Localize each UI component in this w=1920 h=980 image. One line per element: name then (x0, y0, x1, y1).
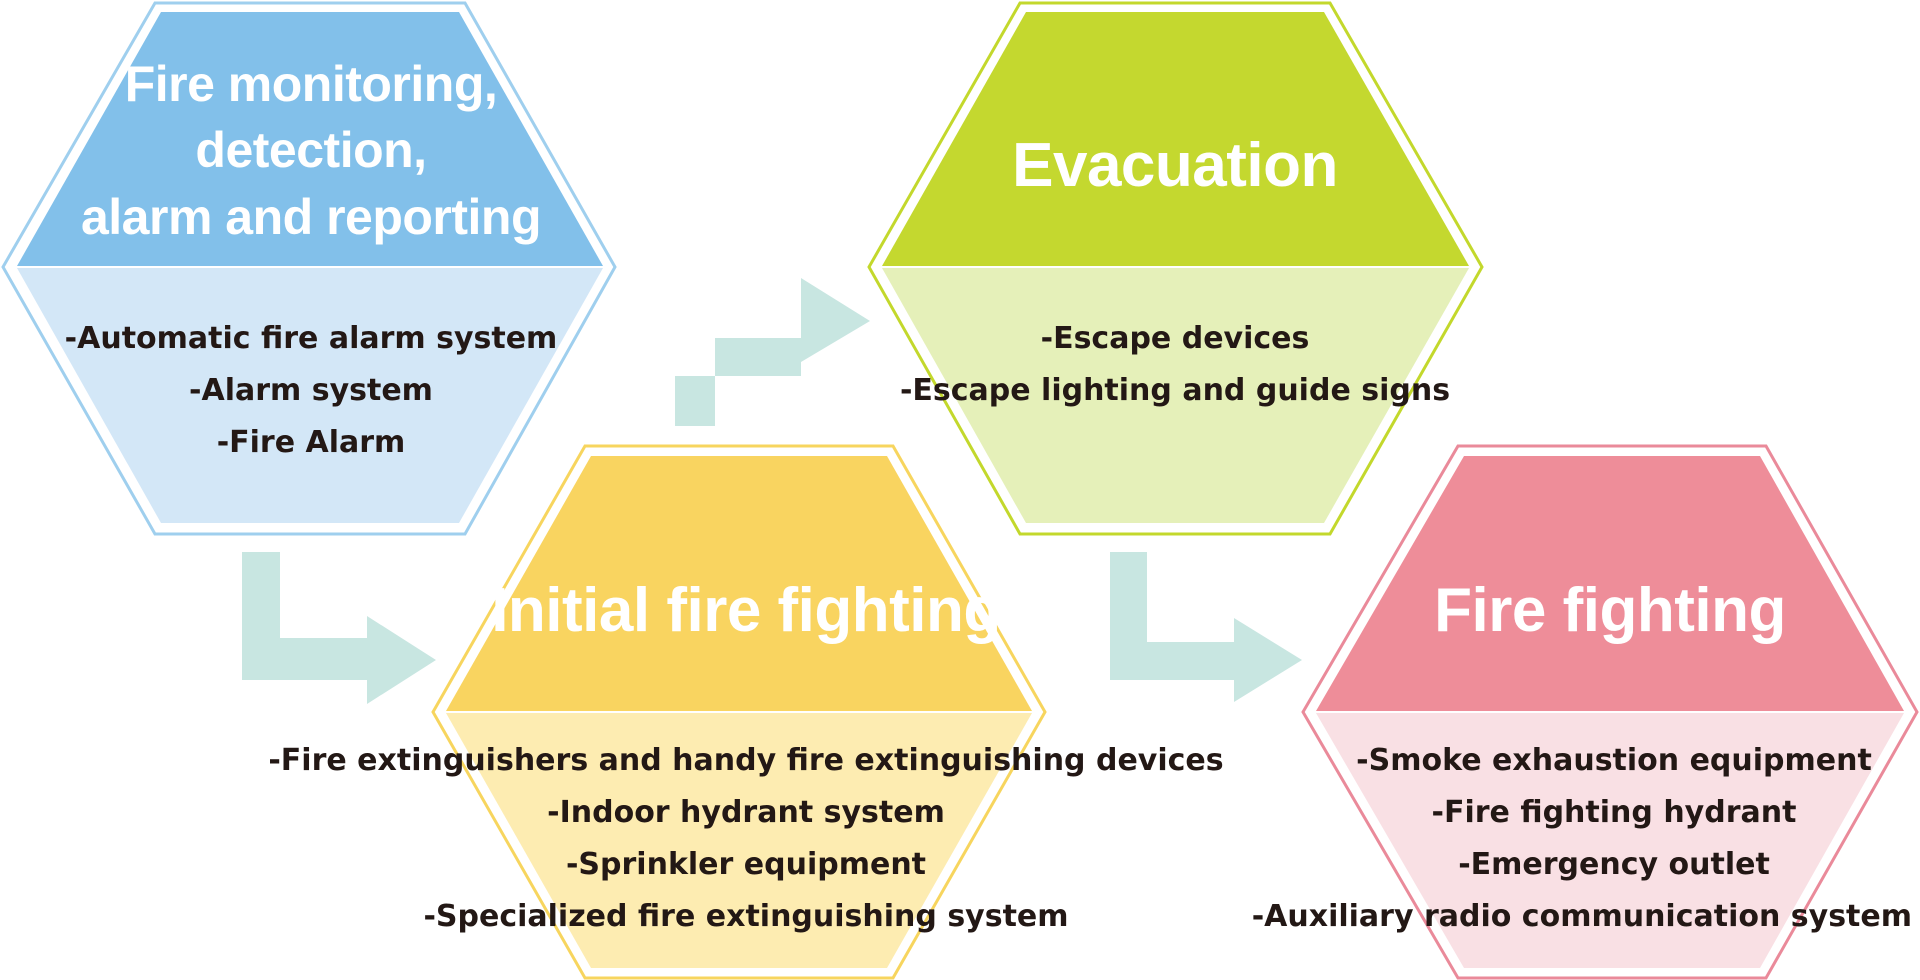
hex-initial-fire-fighting: Initial fire fighting -Fire extinguisher… (268, 444, 1224, 980)
hex-evacuation-bottom (882, 268, 1469, 523)
hex-monitoring-top (17, 12, 603, 266)
hex-evacuation: Evacuation -Escape devices -Escape light… (867, 1, 1484, 536)
hex-firefighting-top (1316, 456, 1904, 711)
hex-monitoring-bottom (17, 268, 603, 523)
initial-item-4: -Specialized fire extinguishing system (423, 899, 1068, 934)
monitoring-title-line-1: Fire monitoring, (125, 56, 498, 112)
firefighting-item-1: -Smoke exhaustion equipment (1356, 743, 1872, 778)
hex-initial-bottom (446, 713, 1032, 968)
monitoring-item-2: -Alarm system (189, 373, 433, 408)
firefighting-item-3: -Emergency outlet (1458, 847, 1770, 882)
arrow-initial-to-evacuation (675, 278, 870, 426)
arrow-monitoring-to-initial (242, 552, 436, 704)
monitoring-title-line-3: alarm and reporting (81, 189, 541, 245)
hex-firefighting-bottom (1316, 713, 1904, 968)
evacuation-title: Evacuation (1012, 131, 1338, 200)
monitoring-item-3: -Fire Alarm (217, 425, 406, 460)
initial-item-3: -Sprinkler equipment (566, 847, 926, 882)
flow-arrows (242, 278, 1302, 704)
initial-item-2: -Indoor hydrant system (547, 795, 945, 830)
firefighting-item-2: -Fire fighting hydrant (1432, 795, 1797, 830)
monitoring-title-line-2: detection, (195, 122, 426, 178)
monitoring-item-1: -Automatic fire alarm system (65, 321, 558, 356)
firefighting-item-4: -Auxiliary radio communication system (1252, 899, 1912, 934)
hex-fire-fighting: Fire fighting -Smoke exhaustion equipmen… (1252, 444, 1919, 980)
initial-item-1: -Fire extinguishers and handy fire extin… (268, 743, 1223, 778)
firefighting-title: Fire fighting (1434, 576, 1786, 645)
evacuation-item-1: -Escape devices (1041, 321, 1310, 356)
arrow-evacuation-to-firefighting (1110, 552, 1302, 702)
initial-title: Initial fire fighting (491, 576, 1001, 645)
evacuation-item-2: -Escape lighting and guide signs (900, 373, 1450, 408)
hex-initial-top (446, 456, 1032, 711)
hex-fire-monitoring: Fire monitoring, detection, alarm and re… (1, 1, 617, 536)
hex-evacuation-top (882, 12, 1469, 266)
